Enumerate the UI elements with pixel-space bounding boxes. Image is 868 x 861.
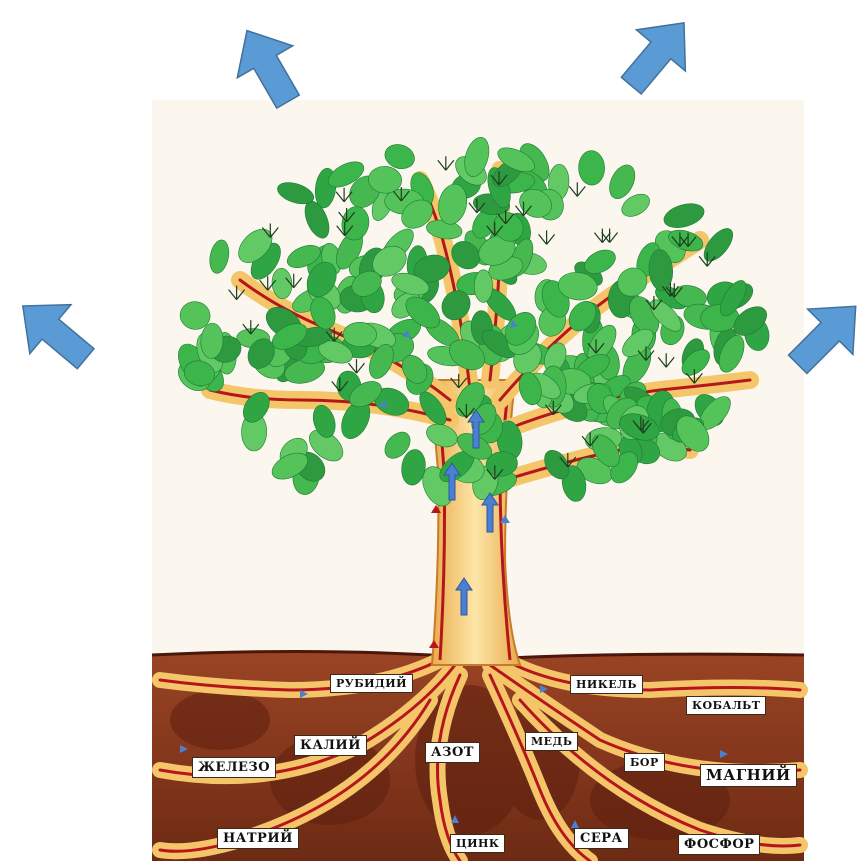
- label-sodium: НАТРИЙ: [217, 828, 299, 849]
- arrow-icon: [607, 2, 709, 106]
- label-nickel: НИКЕЛЬ: [570, 675, 643, 694]
- label-rubidium: РУБИДИЙ: [330, 674, 413, 693]
- arrow-icon: [2, 281, 106, 383]
- label-iron: ЖЕЛЕЗО: [192, 757, 276, 778]
- label-zinc: ЦИНК: [450, 834, 505, 853]
- label-phosphorus: ФОСФОР: [678, 834, 760, 855]
- leaf: [343, 322, 377, 347]
- label-copper: МЕДЬ: [525, 732, 578, 751]
- label-sulfur: СЕРА: [574, 828, 629, 849]
- label-magnesium: МАГНИЙ: [700, 764, 797, 787]
- label-boron: БОР: [624, 753, 665, 772]
- label-potassium: КАЛИЙ: [294, 735, 367, 756]
- label-cobalt: КОБАЛЬТ: [686, 696, 766, 715]
- label-nitrogen: АЗОТ: [425, 742, 480, 763]
